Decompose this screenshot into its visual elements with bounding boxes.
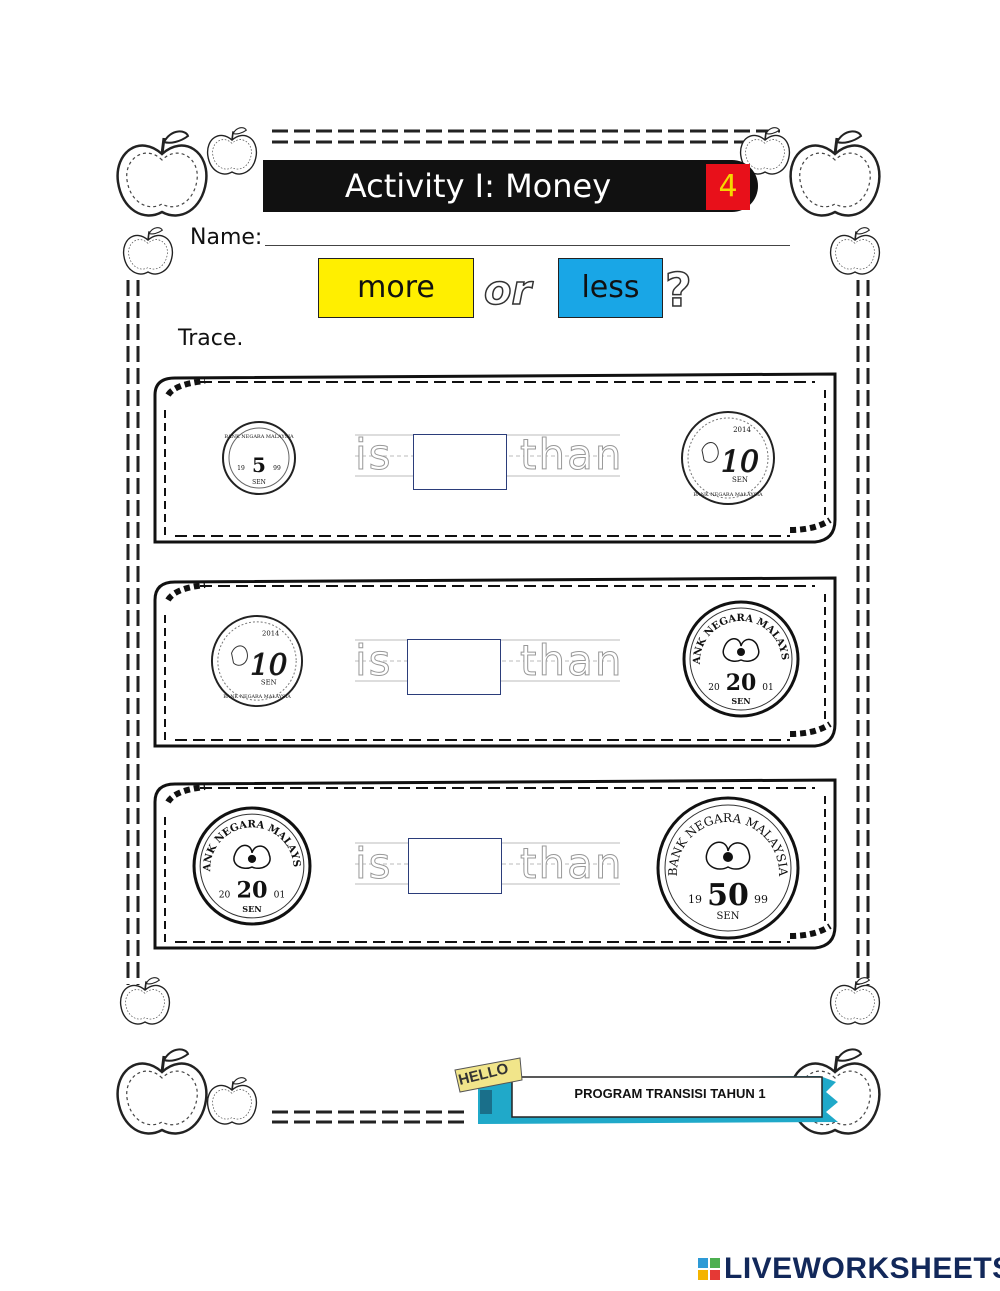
trace-word-than: than (519, 430, 624, 480)
activity-number-badge: 4 (706, 164, 750, 210)
coin-value: 5 (252, 453, 266, 477)
coin-unit: SEN (261, 679, 277, 687)
coin-value: 10 (250, 648, 287, 682)
coin-year: 2014 (262, 630, 280, 638)
page-title: Activity I: Money (344, 167, 612, 205)
coin-value: 10 (721, 445, 759, 480)
more-choice[interactable]: more (318, 258, 474, 318)
coin-20-sen: BANK NEGARA MALAYSIA 20 20 01 SEN (192, 806, 312, 926)
coin-bank-text: BANK NEGARA MALAYSIA (224, 434, 294, 440)
trace-word-is: is (355, 636, 393, 686)
coin-year-left: 19 (688, 893, 702, 906)
brand-name: LIVEWORKSHEETS (724, 1252, 1000, 1285)
coin-year-right: 99 (754, 893, 768, 906)
trace-word-is: is (355, 839, 393, 889)
coin-bank-text: BANK NEGARA MALAYSIA (223, 694, 291, 700)
instruction-label: Trace. (178, 326, 244, 351)
trace-word-than: than (519, 839, 624, 889)
answer-box[interactable] (413, 434, 507, 490)
coin-year-right: 01 (274, 891, 286, 901)
less-choice[interactable]: less (558, 258, 663, 318)
coin-year-left: 19 (237, 465, 245, 472)
answer-box[interactable] (408, 838, 502, 894)
liveworksheets-logo-icon (698, 1258, 720, 1280)
trace-word-than: than (519, 636, 624, 686)
coin-50-sen: BANK NEGARA MALAYSIA 50 19 99 SEN (656, 796, 800, 940)
trace-word-is: is (355, 430, 393, 480)
coin-unit: SEN (252, 479, 266, 486)
or-label: or (483, 267, 532, 315)
coin-year-right: 01 (762, 683, 773, 693)
coin-5-sen: BANK NEGARA MALAYSIA 5 19 99 SEN (222, 421, 296, 495)
coin-value: 50 (707, 878, 749, 913)
coin-year-left: 20 (219, 891, 231, 901)
question-mark: ? (664, 262, 692, 318)
name-label: Name: (190, 225, 263, 250)
name-line (265, 245, 790, 246)
title-bar (263, 160, 758, 212)
coin-10-sen: 2014 10 SEN BANK NEGARA MALAYSIA (681, 411, 775, 505)
coin-value: 20 (726, 670, 757, 696)
coin-bank-text: BANK NEGARA MALAYSIA (693, 492, 763, 498)
coin-value: 20 (236, 878, 267, 904)
answer-box[interactable] (407, 639, 501, 695)
coin-year: 2014 (733, 426, 751, 434)
coin-unit: SEN (732, 476, 748, 484)
coin-10-sen: 2014 10 SEN BANK NEGARA MALAYSIA (210, 614, 304, 708)
program-label: PROGRAM TRANSISI TAHUN 1 (574, 1086, 766, 1101)
coin-unit: SEN (242, 904, 262, 914)
coin-20-sen: BANK NEGARA MALAYSIA 20 20 01 SEN (682, 600, 800, 718)
coin-year-right: 99 (273, 465, 281, 472)
coin-unit: SEN (731, 696, 750, 706)
coin-year-left: 20 (708, 683, 720, 693)
coin-unit: SEN (717, 911, 740, 922)
